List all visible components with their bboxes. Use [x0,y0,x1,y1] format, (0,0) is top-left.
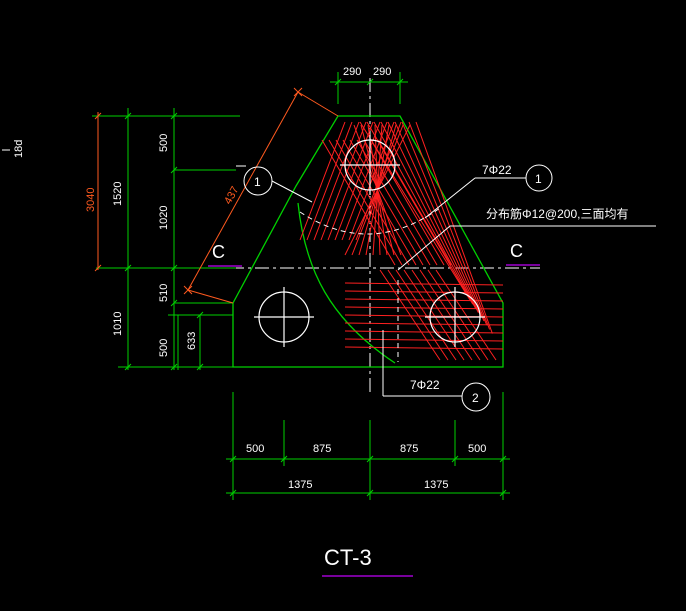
rebar-band3-h [344,282,504,286]
distribution-note: 分布筋Φ12@200,三面均有 [486,206,628,221]
bottom-dim-4: 500 [468,443,486,455]
callout-bottom-number: 2 [472,391,479,405]
section-mark-left: C [212,242,225,262]
rebar-band3-d [379,269,441,361]
top-dim-left: 290 [343,66,361,78]
rebar-band2-a [359,121,471,301]
callout-right-rebar: 7Φ22 [482,163,512,177]
rebar-band1-b [349,139,424,266]
rebar-band3-d [403,269,465,361]
dim-1520: 1520 [112,182,124,206]
rebar-band1-a [313,121,360,241]
rebar-band2-a [373,121,477,309]
rebar-band3-d [419,269,481,361]
bottom-dim-2: 875 [313,443,331,455]
rebar-band1-b [321,139,396,266]
slant-dim-label: 437 [222,185,241,207]
bottom-dim-1: 500 [246,443,264,455]
dim-633: 633 [186,332,198,350]
rebar-band3-d [411,269,473,361]
pile-cap-outline [232,115,504,368]
bottom-dim-total-left: 1375 [288,479,312,491]
bottom-dim-total-right: 1375 [424,479,448,491]
drawing-title: CT-3 [324,545,372,570]
rebar-band2-b [353,124,402,256]
distribution-leader [397,225,451,271]
rebar-band2-a [401,121,488,326]
rebar-band3-d [395,269,457,361]
callout-left-circle [243,166,273,196]
side-label: 18d [13,140,25,158]
left-red-dimension [94,112,102,272]
stirrup-arc [299,207,441,235]
dim-500-upper: 500 [158,134,170,152]
rebar-band2-a [387,121,482,318]
rebar-band3-h [344,346,504,350]
rebar-band2-a [394,121,485,322]
rebar-hatch [299,121,504,361]
dim-510: 510 [158,284,170,302]
callout-left-leader [271,180,313,203]
bottom-dim-3: 875 [400,443,418,455]
rebar-band1-b [328,139,403,266]
rebar-band1-b [356,139,431,266]
callout-right-leader [424,177,476,219]
rebar-band1-a [306,121,353,241]
rebar-band1-a [299,121,346,241]
left-dimension-lines [92,108,240,371]
rebar-band3-h [344,330,504,334]
dim-1010: 1010 [112,312,124,336]
rebar-band3-d [435,269,497,361]
rebar-band3-d [427,269,489,361]
dim-1020: 1020 [158,206,170,230]
rebar-band3-h [344,306,504,310]
callout-bottom-rebar: 7Φ22 [410,378,440,392]
dim-500-lower: 500 [158,339,170,357]
callout-bottom-circle [461,382,491,412]
callout-right-number: 1 [535,172,542,186]
top-dim-right: 290 [373,66,391,78]
rebar-band2-a [415,121,493,334]
slant-dimension-lines [183,87,339,304]
bottom-dimension-lines [226,392,510,500]
rebar-band3-h [344,338,504,342]
top-dimension-lines [330,72,408,104]
section-mark-right: C [510,241,523,261]
rebar-band2-a [380,121,479,313]
rebar-band1-b [377,139,452,266]
rebar-band2-a [408,121,491,330]
dim-3040: 3040 [85,188,97,212]
callout-left-number: 1 [254,175,261,189]
rebar-band3-h [344,290,504,294]
